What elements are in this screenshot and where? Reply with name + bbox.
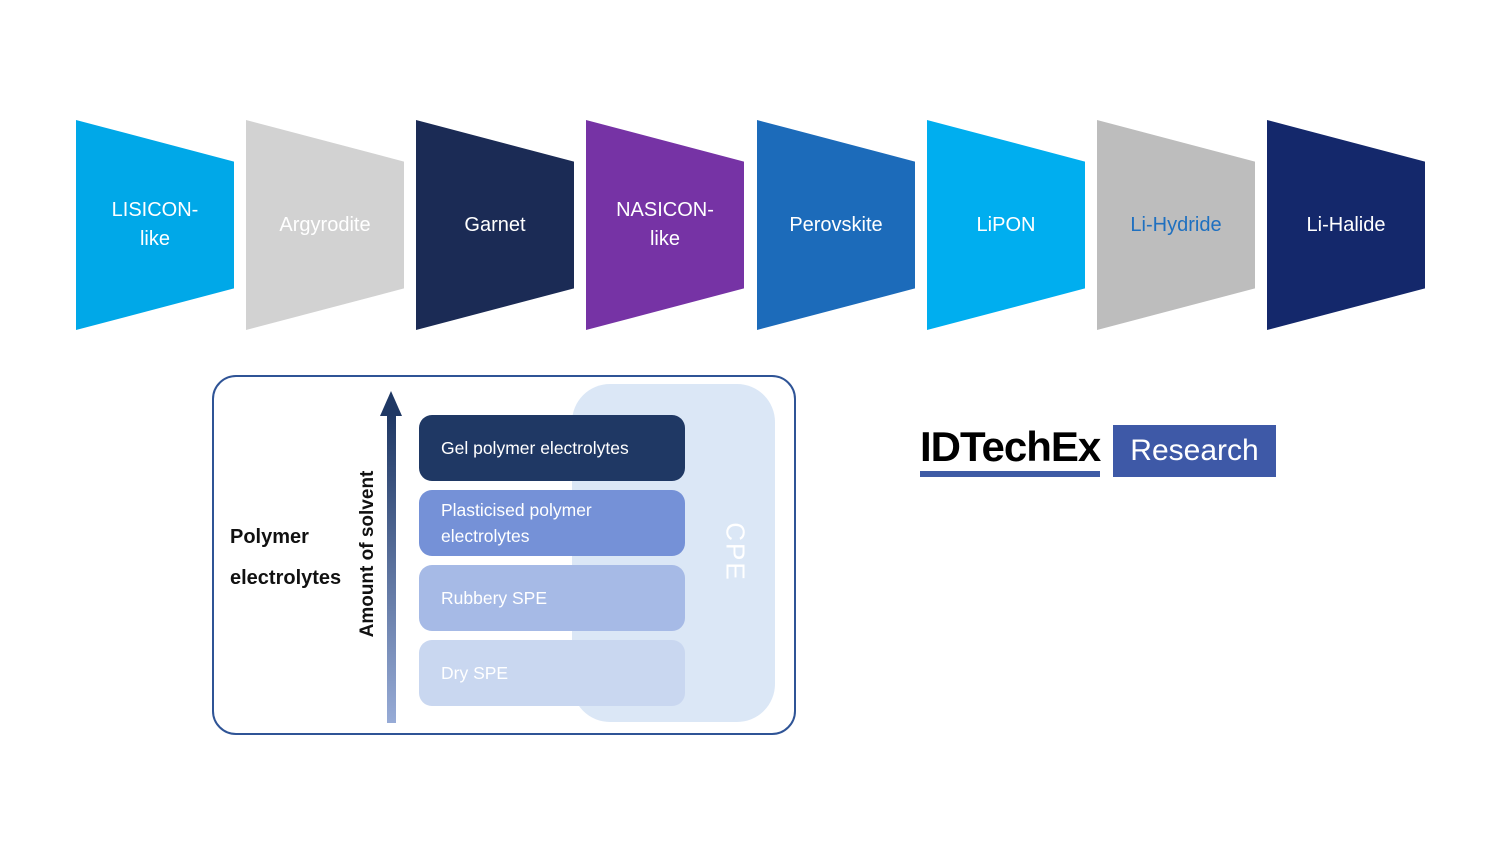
polymer-layer-label: Rubbery SPE (441, 587, 548, 608)
pipeline-segment: Garnet (416, 120, 574, 330)
arrow-up-icon (380, 391, 402, 416)
pipeline-segment: Li-Halide (1267, 120, 1425, 330)
pipeline-segment: NASICON- like (586, 120, 744, 330)
research-badge: Research (1113, 425, 1276, 477)
segment-label: Garnet (464, 213, 526, 236)
polymer-electrolytes-label: Polymer electrolytes (230, 526, 342, 589)
polymer-layer: Plasticised polymer electrolytes (419, 490, 685, 556)
pipeline-segment: LiPON (927, 120, 1085, 330)
segment-label: Argyrodite (279, 213, 371, 236)
segment-label: LISICON- like (111, 199, 199, 250)
solvent-amount-arrow (380, 391, 402, 723)
polymer-layer-label: Dry SPE (441, 662, 509, 683)
segment-label: Li-Hydride (1130, 213, 1222, 236)
polymer-electrolytes-panel: Polymer electrolytes Amount of solvent C… (212, 375, 796, 735)
pipeline-segment: Li-Hydride (1097, 120, 1255, 330)
pipeline-segment: Argyrodite (246, 120, 404, 330)
polymer-layer-label: Plasticised polymer electrolytes (441, 499, 592, 546)
amount-of-solvent-label: Amount of solvent (357, 470, 378, 638)
pipeline-segment: LISICON- like (76, 120, 234, 330)
polymer-layer: Dry SPE (419, 640, 685, 706)
pipeline-segment: Perovskite (757, 120, 915, 330)
segment-label: LiPON (976, 213, 1036, 236)
segment-label: NASICON- like (616, 199, 714, 250)
cpe-label: CPE (720, 522, 751, 582)
arrow-shaft (386, 415, 396, 723)
idtechex-logo: IDTechEx Research (920, 425, 1276, 477)
segment-label: Li-Halide (1306, 213, 1386, 236)
electrolyte-segment-row: LISICON- like Argyrodite Garnet NASICON- li… (0, 0, 1500, 360)
polymer-layer-label: Gel polymer electrolytes (441, 437, 629, 458)
idtechex-wordmark: IDTechEx (920, 426, 1101, 477)
segment-label: Perovskite (789, 213, 883, 236)
polymer-layer: Gel polymer electrolytes (419, 415, 685, 481)
polymer-layer: Rubbery SPE (419, 565, 685, 631)
